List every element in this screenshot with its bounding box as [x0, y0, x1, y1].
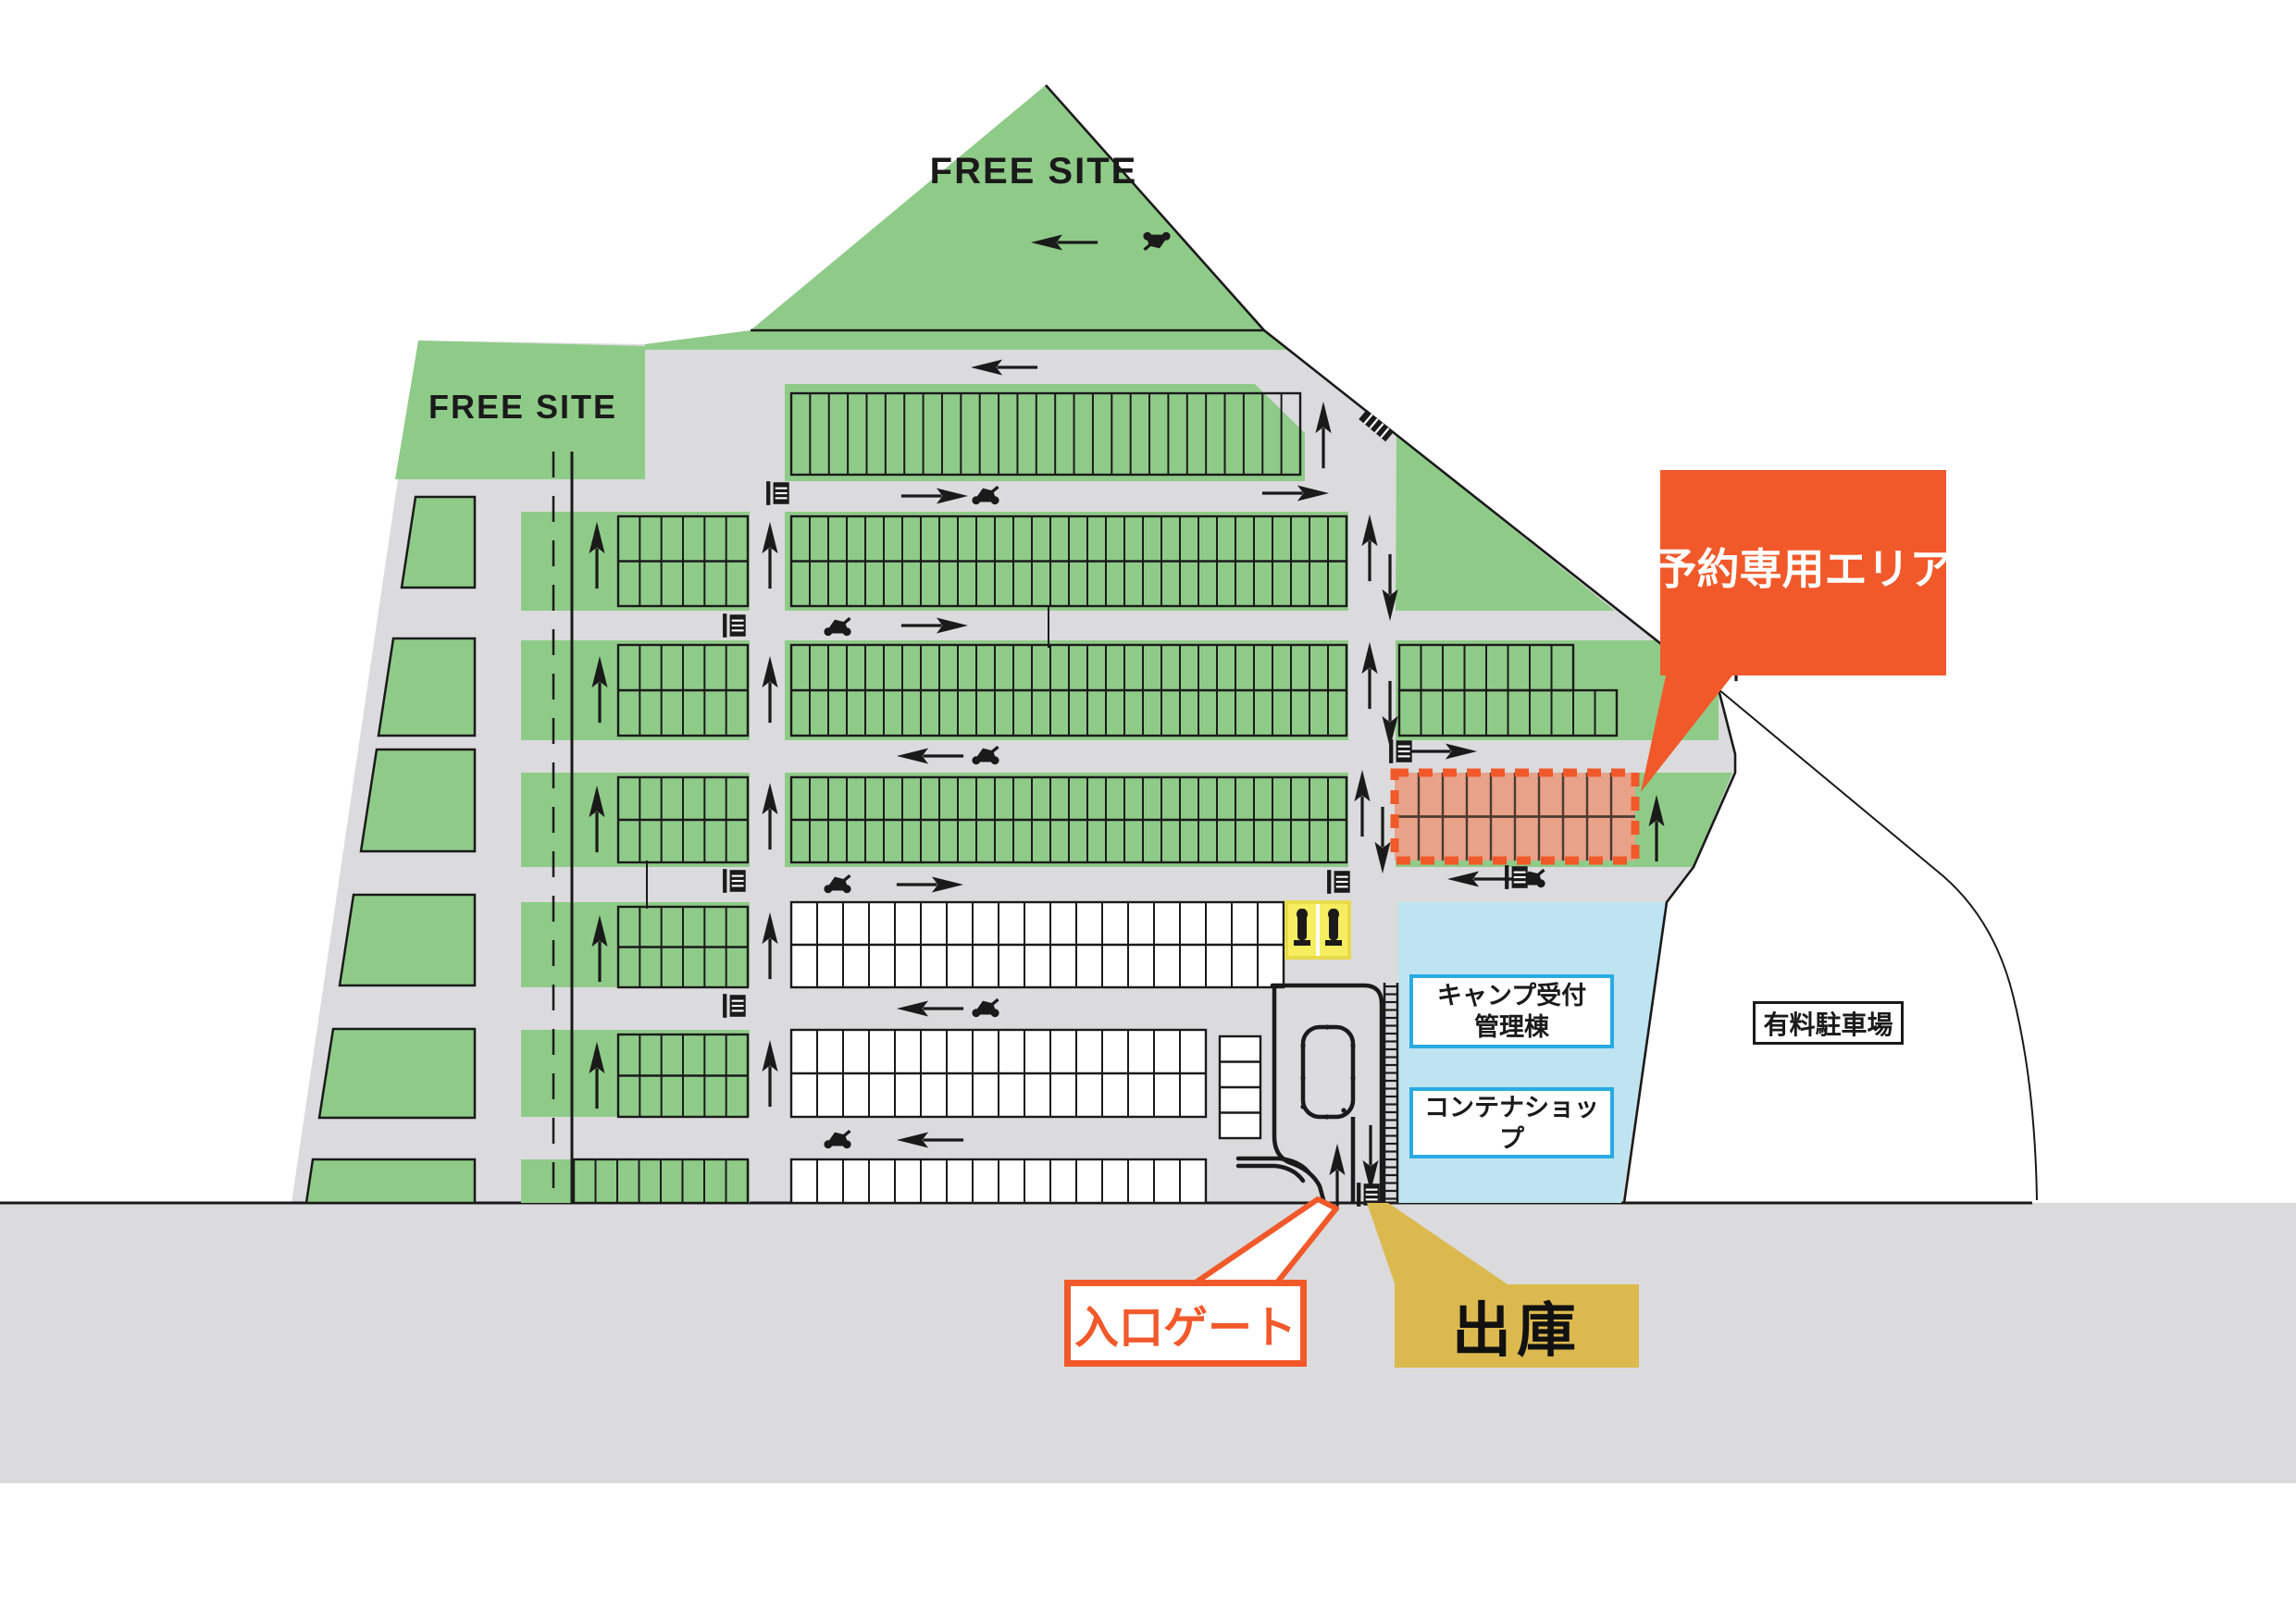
ticket-machine-icon — [722, 993, 747, 1019]
entry-road-branch — [1235, 1163, 1306, 1183]
exit-label: 出庫 — [1395, 1284, 1639, 1368]
scooter-stall-icon — [1325, 909, 1342, 946]
reserved-area-callout-label: 予約専用エリア — [1654, 545, 1953, 593]
boundary-lines — [552, 84, 2038, 1204]
west-stall-grid — [616, 514, 750, 608]
reserved-callout-tail — [1641, 675, 1732, 792]
camp-reception-line2: 管理棟 — [1474, 1013, 1549, 1041]
reserved-area — [1390, 768, 1640, 865]
ticket-machine-icon — [722, 613, 747, 638]
scooter-stall-icon — [1294, 909, 1310, 946]
parking-mini-grid — [1218, 1035, 1262, 1140]
free-block — [359, 748, 477, 853]
parking-row-4 — [789, 775, 1348, 864]
parking-row-5 — [789, 900, 1285, 989]
free-site-left-area — [395, 341, 645, 479]
free-block — [304, 1158, 477, 1205]
paid-parking-label: 有料駐車場 — [1753, 1001, 1904, 1045]
entrance-road — [1235, 983, 1399, 1206]
parking-row-2 — [789, 514, 1348, 608]
container-shop-label: コンテナショップ — [1409, 1087, 1614, 1158]
entry-road-branch — [1235, 1156, 1312, 1176]
camp-reception-line1: キャンプ受付 — [1436, 982, 1587, 1010]
paid-parking-boundary — [1718, 688, 2038, 1201]
east-stall-grid-top — [1397, 643, 1575, 692]
fence-ladder — [1383, 983, 1399, 1203]
free-block — [317, 1027, 477, 1120]
free-block — [377, 637, 477, 737]
entrance-gate-label: 入口ゲート — [1064, 1280, 1307, 1367]
west-stall-grid — [572, 1158, 750, 1205]
stall-grids — [572, 391, 1619, 1205]
exit-tail — [1367, 1203, 1510, 1286]
center-green-band — [785, 384, 1305, 481]
parking-row-3 — [789, 643, 1348, 737]
reserved-callout-bubble — [1660, 470, 1946, 675]
west-stall-grid — [616, 643, 750, 737]
parking-row-1 — [789, 391, 1302, 477]
entry-road-right-edge — [1270, 983, 1384, 1206]
priority-stalls — [1285, 900, 1351, 960]
ticket-machine-icon — [1326, 869, 1351, 895]
ticket-machine-icon — [1504, 864, 1529, 890]
free-site-top-label: FREE SITE — [929, 150, 1138, 192]
camp-reception-label: キャンプ受付 管理棟 — [1409, 974, 1614, 1048]
ticket-machine-icon — [1388, 738, 1413, 764]
free-block — [400, 495, 477, 589]
west-stall-grid — [616, 1033, 750, 1119]
free-block — [338, 893, 477, 987]
reserved-area-dashed-border — [1390, 768, 1640, 865]
west-green-band — [521, 1030, 750, 1117]
parking-row-7 — [789, 1158, 1208, 1205]
parking-row-6 — [789, 1028, 1208, 1119]
free-site-left-label: FREE SITE — [428, 388, 618, 426]
west-green-band — [521, 902, 750, 987]
east-stall-grid-bottom — [1397, 688, 1619, 737]
ticket-machine-icon — [722, 868, 747, 894]
site-right-boundary — [1045, 84, 1737, 1204]
west-green-band — [521, 1159, 750, 1203]
free-site-top-area — [645, 85, 1288, 350]
west-stall-grid — [616, 775, 750, 864]
ticket-machine-icon — [765, 480, 790, 506]
west-stall-grid — [616, 905, 750, 989]
